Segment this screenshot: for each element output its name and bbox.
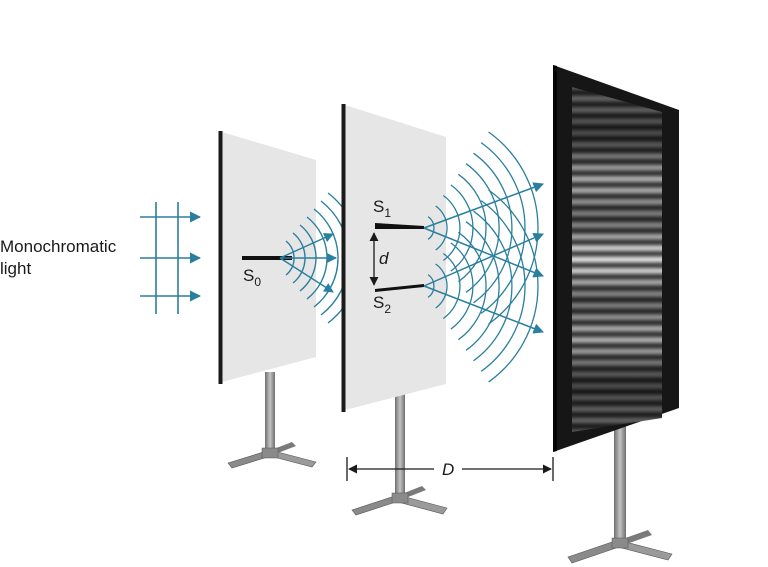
- waves-from-s1: [427, 131, 539, 325]
- slit-s2-label: S2: [373, 293, 391, 316]
- wavefront-arc: [458, 231, 487, 341]
- screen-stand: [567, 425, 673, 564]
- viewing-screen: [553, 65, 679, 452]
- wavefront-arc: [442, 194, 461, 262]
- slit-panel-2: [341, 104, 446, 412]
- wavefront-arc: [465, 221, 500, 351]
- wavefront-arc: [473, 210, 513, 362]
- wavefront-arc: [435, 263, 448, 309]
- interference-rays: [423, 182, 544, 334]
- wavefront-arc: [427, 274, 435, 298]
- wavefront-arc: [450, 184, 474, 272]
- panel2-stand: [351, 385, 448, 516]
- wavefront-arc: [473, 152, 513, 304]
- wavefront-arc: [465, 163, 500, 293]
- slit-separation-label: d: [379, 249, 389, 268]
- slit-s0-label: S0: [243, 266, 261, 289]
- wavefront-arc: [488, 131, 539, 325]
- slit-s1: [375, 223, 424, 229]
- slit-s2: [375, 284, 424, 292]
- interference-fringes: [572, 87, 662, 432]
- wavefront-arc: [427, 216, 435, 240]
- incoming-plane-waves: [140, 202, 202, 314]
- distance-d-label: D: [442, 460, 454, 479]
- wavefront-arc: [450, 242, 474, 330]
- source-label-line2: light: [0, 259, 31, 278]
- wavefront-arc: [435, 205, 448, 251]
- slit-s1-label: S1: [373, 197, 391, 220]
- distance-d-marker: [346, 457, 554, 481]
- source-label-line1: Monochromatic: [0, 237, 117, 256]
- wavefront-arc: [480, 200, 526, 372]
- waves-from-s2: [427, 189, 539, 383]
- panel1-stand: [227, 372, 317, 469]
- wavefront-arc: [442, 252, 461, 320]
- wavefront-arc: [488, 189, 539, 383]
- wavefront-arc: [480, 142, 526, 314]
